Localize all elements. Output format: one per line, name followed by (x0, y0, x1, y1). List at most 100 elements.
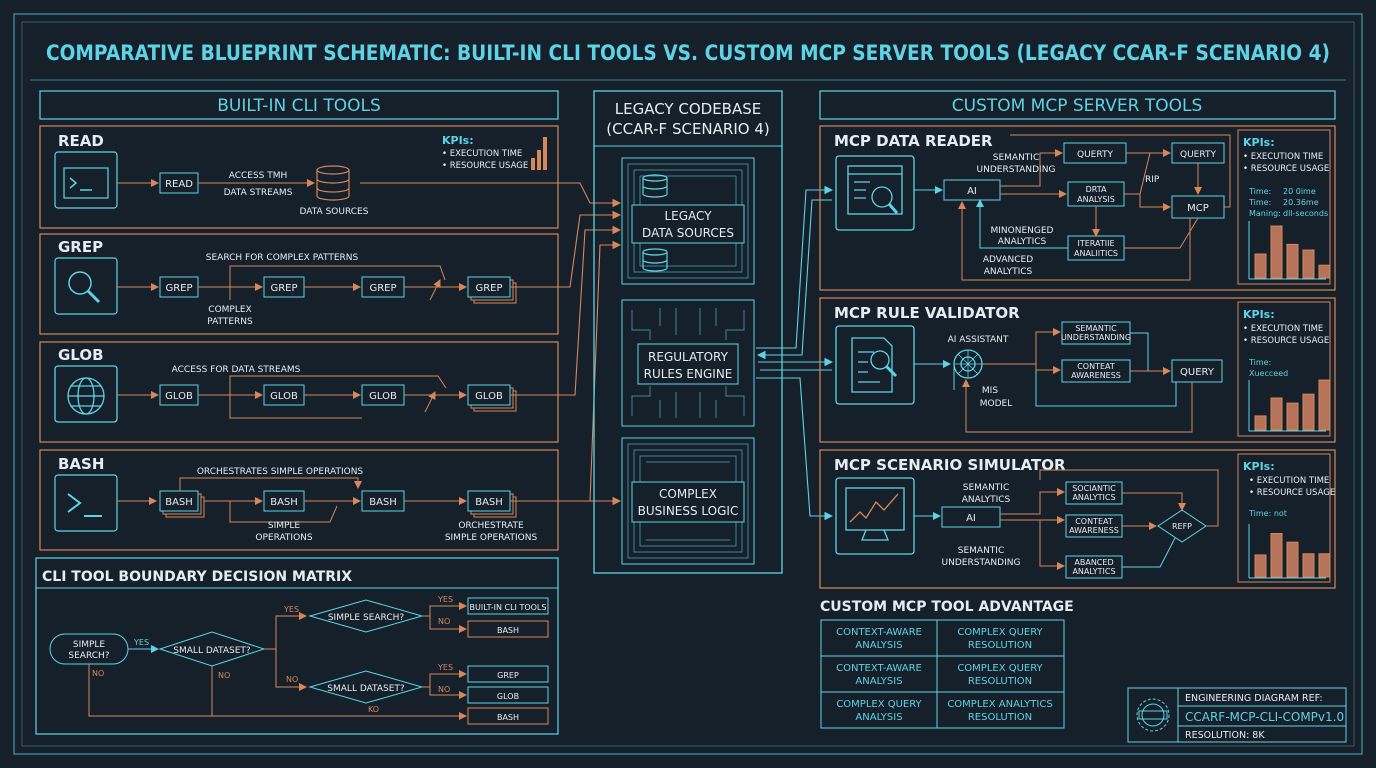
reader-mino-l2: ANALYTICS (998, 237, 1047, 247)
simulator-a2-l1: CONTEAT (1075, 517, 1113, 526)
matrix-out-2[interactable] (467, 620, 549, 638)
reader-adv-l1: ADVANCED (983, 255, 1033, 265)
read-l2: DATA STREAMS (224, 188, 293, 198)
validator-kpi-1: • EXECUTION TIME (1243, 324, 1323, 334)
read-title: READ (58, 132, 104, 150)
kpi-bar (1286, 243, 1299, 279)
cli-header-box (39, 90, 559, 120)
validator-kpi-title: KPIs: (1243, 308, 1275, 321)
ref-line-1: ENGINEERING DIAGRAM REF: (1185, 693, 1323, 704)
kpi-bar (1270, 533, 1283, 578)
matrix-no-0: NO (92, 669, 104, 678)
glob-l1: ACCESS FOR DATA STREAMS (172, 365, 301, 375)
simulator-kpi-bars (1254, 533, 1331, 578)
advantage-cell-text: CONTEXT-AWARE (836, 627, 922, 638)
bash-box-1-label: BASH (165, 497, 193, 508)
data-reader-icon (835, 155, 915, 231)
validator-query-label: QUERY (1180, 367, 1215, 378)
monitor-chart-icon (835, 477, 915, 555)
legacy-block-rules (621, 299, 755, 427)
validator-query-box[interactable] (1171, 359, 1223, 383)
matrix-yes-2: YES (283, 605, 299, 614)
outer-frame (13, 13, 1363, 755)
matrix-title: CLI TOOL BOUNDARY DECISION MATRIX (42, 569, 352, 585)
simulator-ai-box[interactable] (941, 506, 1001, 528)
matrix-ko: KO (368, 705, 379, 714)
validator-title: MCP RULE VALIDATOR (834, 304, 1020, 322)
ref-line-3: RESOLUTION: 8K (1185, 730, 1265, 741)
legacy-logic-box[interactable] (631, 481, 745, 523)
advantage-cell-text: ANALYSIS (855, 712, 902, 723)
read-box-label: READ (165, 179, 193, 190)
legacy-block-logic (621, 437, 755, 565)
bash-l4: ORCHESTRATE (458, 521, 524, 531)
cli-header: BUILT-IN CLI TOOLS (217, 96, 381, 116)
kpi-bar (1318, 553, 1331, 578)
mcp-header: CUSTOM MCP SERVER TOOLS (952, 96, 1203, 116)
matrix-no-2: NO (286, 675, 298, 684)
simulator-a3-l1: ABANCED (1074, 558, 1113, 567)
matrix-out-5[interactable] (467, 707, 549, 725)
validator-kpi-2: • RESOURCE USAGE (1243, 336, 1329, 346)
reader-rip: RIP (1145, 175, 1160, 185)
read-kpi-bars (531, 137, 547, 170)
reader-stat-4: 20.36me (1283, 198, 1319, 207)
validator-sem-l1: SEMANTIC (1075, 324, 1117, 333)
kpi-bar (1286, 402, 1299, 431)
reader-sem-l2: UNDERSTANDING (977, 165, 1056, 175)
reader-iter-l1: ITERATIIE (1077, 239, 1114, 248)
reader-kpi-bars (1254, 225, 1331, 279)
matrix-start-l1: SIMPLE (73, 640, 106, 650)
gear-seal-icon (1136, 698, 1170, 732)
reader-kpi-1: • EXECUTION TIME (1243, 152, 1323, 162)
prompt-icon (54, 474, 118, 532)
kpi-bar (1254, 415, 1267, 431)
circuit-pattern-2 (631, 308, 745, 418)
bash-l1: ORCHESTRATES SIMPLE OPERATIONS (197, 467, 364, 477)
matrix-out-1[interactable] (467, 597, 549, 615)
kpi-bar (1286, 541, 1299, 578)
glob-title: GLOB (58, 346, 104, 364)
kpi-bar (1254, 554, 1267, 578)
read-panel: READ READ ACCESS TMH DATA STREAMS DATA S… (39, 125, 559, 229)
advantage-cell-text: ANALYSIS (855, 640, 902, 651)
reader-iter-l2: ANALIITICS (1074, 249, 1118, 258)
reader-stat-2: 20 0ime (1283, 187, 1316, 196)
advantage-title: CUSTOM MCP TOOL ADVANTAGE (820, 599, 1074, 615)
matrix-yes-3: YES (437, 595, 453, 604)
glob-box-4-label: GLOB (475, 391, 503, 402)
glob-panel: GLOB GLOB GLOB GLOB GLOB ACCESS FOR DATA… (39, 341, 559, 443)
reader-kpi-box (1237, 129, 1331, 285)
grep-l1: SEARCH FOR COMPLEX PATTERNS (206, 253, 359, 263)
legacy-data-box[interactable] (631, 204, 745, 244)
legacy-b2-l1: REGULATORY (648, 350, 729, 364)
matrix-yes-1: YES (133, 638, 149, 647)
validator-ctx-l2: AWARENESS (1071, 371, 1121, 380)
simulator-kpi-2: • RESOURCE USAGE (1249, 488, 1335, 498)
bash-box-1[interactable] (159, 490, 199, 512)
mcp-reader-panel: MCP DATA READER AI SEMANTIC UNDERSTANDIN… (819, 125, 1336, 291)
read-kpi-1: • EXECUTION TIME (442, 149, 522, 159)
kpi-bar (1302, 249, 1315, 279)
kpi-bar (1302, 553, 1315, 578)
matrix-no-3: NO (438, 617, 450, 626)
reader-title: MCP DATA READER (834, 132, 993, 150)
reader-stat-3: Time: (1248, 198, 1271, 207)
matrix-out-4[interactable] (467, 686, 549, 704)
matrix-out-3[interactable] (467, 665, 549, 683)
advantage-cell-text: RESOLUTION (968, 712, 1032, 723)
grep-l3: PATTERNS (207, 317, 253, 327)
reader-adv-l2: ANALYTICS (984, 267, 1033, 277)
simulator-und-l1: SEMANTIC (958, 546, 1005, 556)
reader-ai-box[interactable] (943, 179, 1001, 201)
reader-kpi-2: • RESOURCE USAGE (1243, 164, 1329, 174)
matrix-yes-4: YES (437, 663, 453, 672)
legacy-rules-box[interactable] (637, 343, 739, 385)
advantage-cell-text: RESOLUTION (968, 640, 1032, 651)
document-search-icon (835, 325, 915, 405)
advantage-cell-text: COMPLEX ANALYTICS (947, 699, 1052, 710)
magnifier-icon (54, 257, 118, 315)
glob-box-2-label: GLOB (270, 391, 298, 402)
legacy-header-l2: (CCAR-F SCENARIO 4) (606, 120, 769, 138)
ai-brain-icon[interactable] (953, 349, 983, 379)
